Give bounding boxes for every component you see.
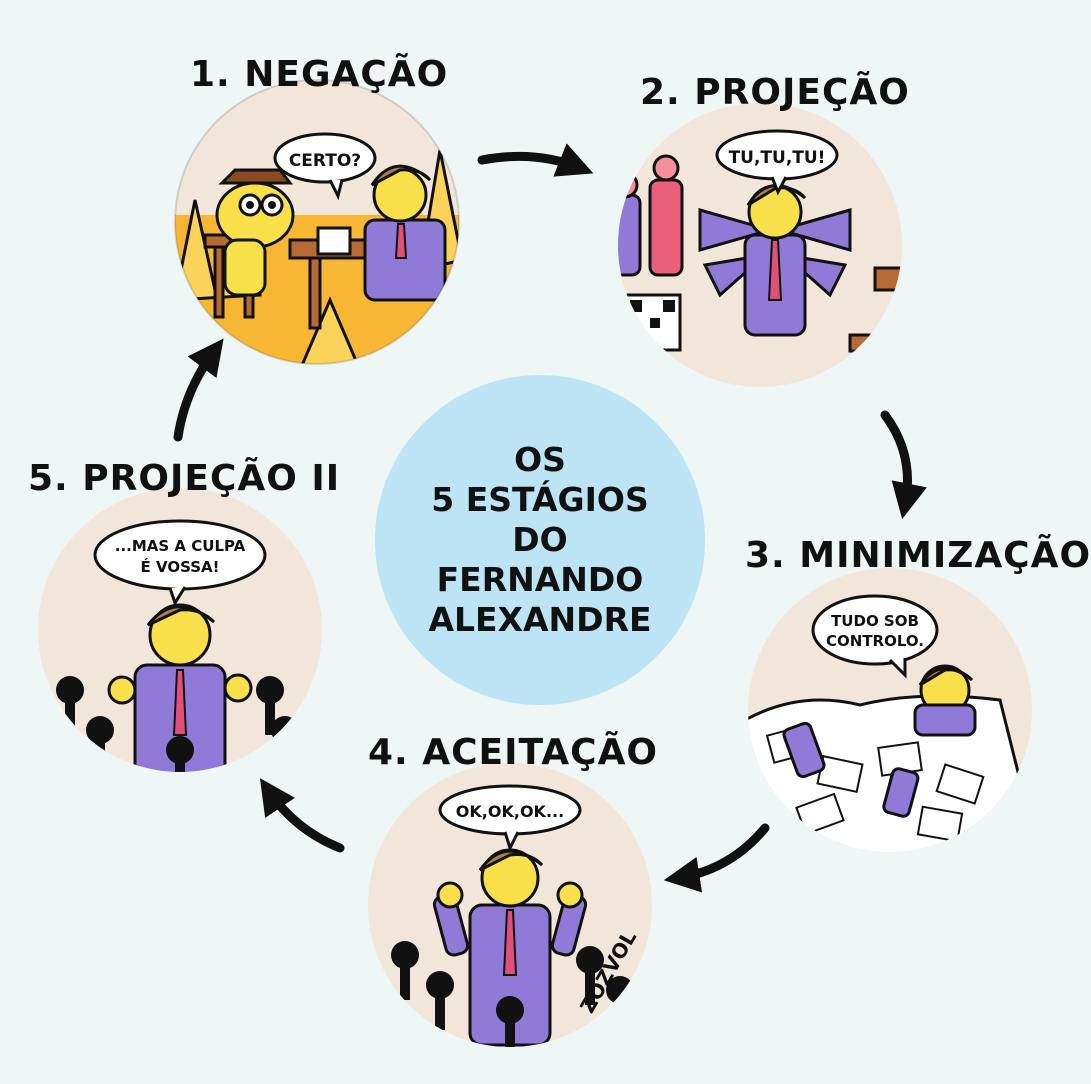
speech-text-line-1: ...MAS A CULPA [115,537,246,555]
arrow-1-to-2 [477,143,594,177]
speech-bubble-2: TU,TU,TU! [715,129,839,196]
speech-bubble-1: CERTO? [273,132,377,201]
stage-title-4: 4. ACEITAÇÃO [368,732,659,773]
speech-bubble-3: TUDO SOB CONTROLO. [811,594,939,679]
panel-projecao: TU,TU,TU! [618,103,902,387]
speech-text: OK,OK,OK... [456,802,564,821]
center-title-line-3: DO [512,520,568,559]
speech-text: TU,TU,TU! [729,148,826,168]
cycle-arrows [173,143,927,893]
center-title-line-5: ALEXANDRE [428,600,652,639]
panel-negacao: CERTO? [174,79,460,365]
speech-text-line-2: CONTROLO. [826,632,924,650]
stage-title-5: 5. PROJEÇÃO II [28,458,341,499]
center-title: OS 5 ESTÁGIOS DO FERNANDO ALEXANDRE [375,375,705,705]
panel-aceitacao: OK,OK,OK... [368,763,652,1047]
stage-title-2: 2. PROJEÇÃO [640,72,910,113]
arrow-4-to-5 [259,778,345,853]
speech-bubble-5: ...MAS A CULPA É VOSSA! [93,519,267,607]
family-group [618,154,684,277]
center-title-line-4: FERNANDO [436,560,644,599]
center-title-line-1: OS [514,440,566,479]
speech-text: CERTO? [289,151,361,171]
stage-title-1: 1. NEGAÇÃO [190,54,449,95]
speech-text-line-1: TUDO SOB [831,612,919,630]
panel-minimizacao: TUDO SOB CONTROLO. [748,568,1032,852]
speech-bubble-4: OK,OK,OK... [438,784,582,852]
center-title-line-2: 5 ESTÁGIOS [431,480,649,519]
panel-projecao-ii: ...MAS A CULPA É VOSSA! [38,488,322,772]
arrow-2-to-3 [880,410,927,520]
arrow-3-to-4 [663,823,770,893]
stage-title-3: 3. MINIMIZAÇÃO [745,535,1091,576]
speech-text-line-2: É VOSSA! [141,557,220,576]
arrow-5-to-1 [173,338,224,442]
